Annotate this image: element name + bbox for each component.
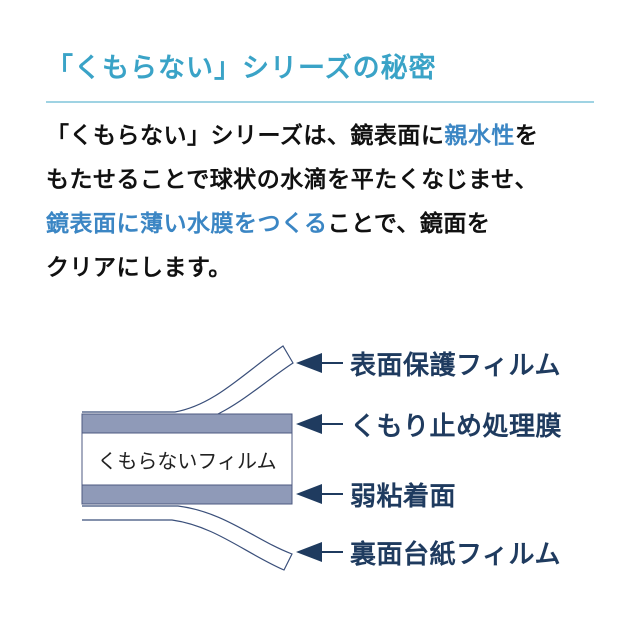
arrow-anti-fog (296, 414, 343, 434)
description-line-1: 「くもらない」シリーズは、鏡表面に親水性を (46, 114, 626, 158)
label-weak-adhesive: 弱粘着面 (350, 482, 457, 512)
description-text: ことで、鏡面を (327, 211, 491, 237)
description-text: を (514, 123, 539, 149)
highlight-hydrophilic: 親水性 (444, 123, 515, 149)
label-surface-protection-film: 表面保護フィルム (350, 351, 561, 381)
layer-diagram (81, 345, 343, 571)
arrow-adhesive (296, 484, 343, 504)
adhesive-layer-band (81, 484, 293, 505)
description-text: 「くもらない」シリーズは、鏡表面に (46, 123, 445, 149)
label-backing-film: 裏面台紙フィルム (350, 540, 561, 570)
description: 「くもらない」シリーズは、鏡表面に親水性を もたせることで球状の水滴を平たくなじ… (46, 114, 626, 290)
backing-film-shape (82, 505, 293, 571)
title-divider (46, 101, 594, 103)
highlight-water-film: 鏡表面に薄い水膜をつくる (46, 211, 328, 237)
film-label: くもらないフィルム (97, 449, 277, 473)
description-line-2: もたせることで球状の水滴を平たくなじませ、 (46, 167, 539, 193)
page-title: 「くもらない」シリーズの秘密 (46, 53, 437, 84)
arrow-backing-film (296, 542, 343, 562)
arrow-surface-protection (296, 353, 343, 373)
description-line-4: クリアにします。 (46, 255, 232, 281)
film-body (81, 432, 293, 486)
label-anti-fog-coating: くもり止め処理膜 (350, 412, 563, 442)
description-line-3: 鏡表面に薄い水膜をつくることで、鏡面を (46, 202, 626, 246)
anti-fog-layer-band (81, 413, 293, 434)
